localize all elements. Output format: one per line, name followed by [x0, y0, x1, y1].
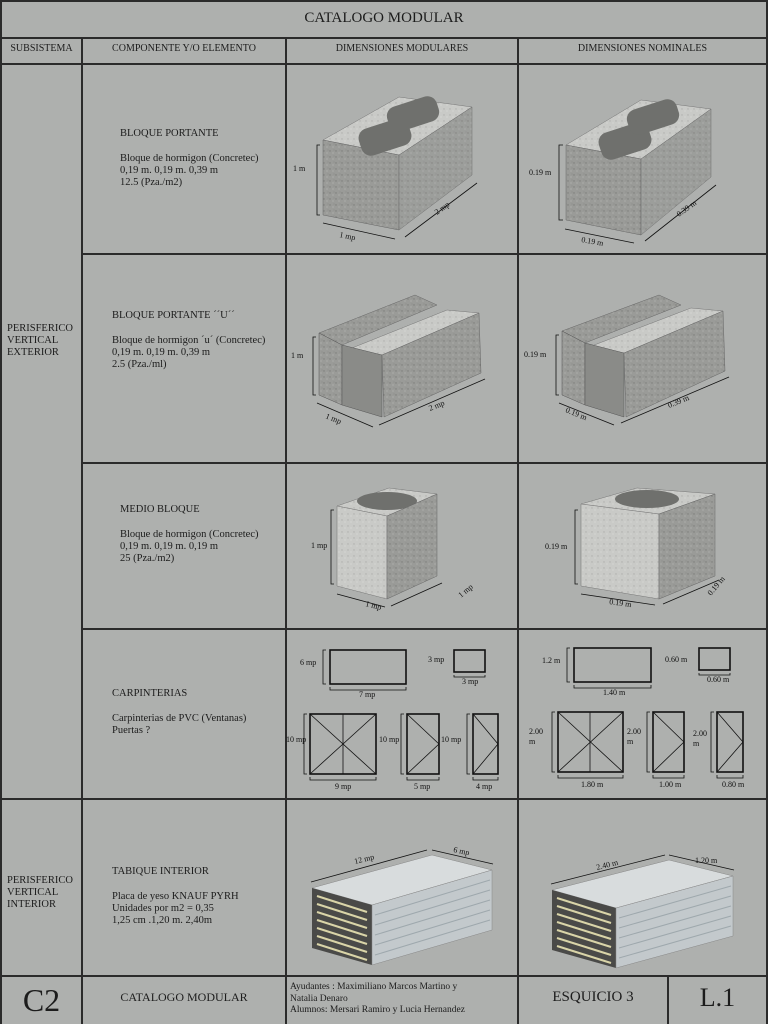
dim-label: 5 mp [414, 782, 430, 791]
medio-bloque-nominal: 0.19 m 0.19 m 0.19 m [545, 487, 727, 609]
dim-label: 1.80 m [581, 780, 604, 789]
dim-label: 12 mp [353, 852, 375, 866]
subsystem-interior: PERISFERICO VERTICAL INTERIOR [7, 875, 73, 910]
dim-label: 1.20 m [695, 856, 718, 865]
tabique-modular: 12 mp 6 mp [310, 845, 494, 966]
medio-bloque-modular: 1 mp 1 mp 1 mp [311, 487, 475, 612]
footer-credits: Ayudantes : Maximiliano Marcos Martino y… [290, 982, 465, 1015]
dim-label: 6 mp [453, 845, 471, 857]
dim-label: 1.2 m [542, 656, 561, 665]
dim-label: 1 mp [311, 541, 327, 550]
row-name: CARPINTERIAS [112, 688, 188, 699]
dim-label: 1 mp [365, 599, 383, 612]
tabique-nominal: 2.40 m 1.20 m [550, 854, 735, 969]
dim-label: 1 mp [324, 412, 342, 426]
dim-label: 10 mp [286, 735, 306, 744]
col-header-dim-modulares: DIMENSIONES MODULARES [335, 43, 469, 54]
row-name: MEDIO BLOQUE [120, 504, 200, 515]
dim-label: 2 mp [427, 398, 445, 412]
footer-code: C2 [22, 982, 61, 1018]
dim-label: 1 mp [339, 230, 357, 242]
footer-exercise: ESQUICIO 3 [552, 989, 634, 1005]
bloque-u-modular: 1 m 1 mp 2 mp [291, 294, 486, 428]
dim-label: 1 m [291, 351, 304, 360]
row-desc: Bloque de hormigon (Concretec) 0,19 m. 0… [120, 529, 259, 564]
col-header-subsistema: SUBSISTEMA [10, 43, 73, 54]
dim-label: 7 mp [359, 690, 375, 699]
bloque-portante-modular: 1 m 1 mp 2 mp [293, 96, 478, 242]
row-desc: Placa de yeso KNAUF PYRH Unidades por m2… [112, 891, 239, 926]
carpinterias-modular: 6 mp 7 mp 3 mp 3 mp 10 mp 9 mp 10 mp 5 m… [286, 649, 499, 791]
page-title: CATALOGO MODULAR [304, 10, 464, 26]
dim-label: 0.19 m [581, 235, 605, 248]
row-name: BLOQUE PORTANTE [120, 128, 219, 139]
dim-label: 0.60 m [665, 655, 688, 664]
dim-label: 0.19 m [609, 597, 633, 609]
col-header-componente: COMPONENTE Y/O ELEMENTO [112, 43, 256, 54]
footer-sheet: L.1 [699, 983, 736, 1012]
dim-label: 9 mp [335, 782, 351, 791]
dim-label: 0.80 m [722, 780, 745, 789]
dim-label: 10 mp [379, 735, 399, 744]
dim-label: 6 mp [300, 658, 316, 667]
dim-label: 1 mp [457, 582, 475, 599]
dim-label: 0.19 m [564, 406, 589, 423]
row-name: BLOQUE PORTANTE ´´U´´ [112, 310, 235, 321]
dim-label: 1 m [293, 164, 306, 173]
dim-label: 0.19 m [529, 168, 552, 177]
row-desc: Carpinterias de PVC (Ventanas) Puertas ? [112, 713, 247, 736]
subsystem-exterior: PERISFERICO VERTICAL EXTERIOR [7, 323, 73, 358]
dim-label: 3 mp [428, 655, 444, 664]
dim-label: 0.60 m [707, 675, 730, 684]
dim-label: 4 mp [476, 782, 492, 791]
dim-label: 3 mp [462, 677, 478, 686]
dim-label: 1.00 m [659, 780, 682, 789]
dim-label: 0.19 m [524, 350, 547, 359]
bloque-portante-nominal: 0.19 m 0.19 m 0.39 m [529, 99, 717, 248]
dim-label: 0.19 m [545, 542, 568, 551]
row-name: TABIQUE INTERIOR [112, 866, 209, 877]
dim-label: 1.40 m [603, 688, 626, 697]
footer-catalog: CATALOGO MODULAR [120, 990, 248, 1004]
bloque-u-nominal: 0.19 m 0.19 m 0.39 m [524, 294, 730, 426]
row-desc: Bloque de hormigon ´u´ (Concretec) 0,19 … [112, 335, 266, 370]
row-desc: Bloque de hormigon (Concretec) 0,19 m. 0… [120, 153, 259, 188]
dim-label: 10 mp [441, 735, 461, 744]
col-header-dim-nominales: DIMENSIONES NOMINALES [577, 43, 708, 54]
